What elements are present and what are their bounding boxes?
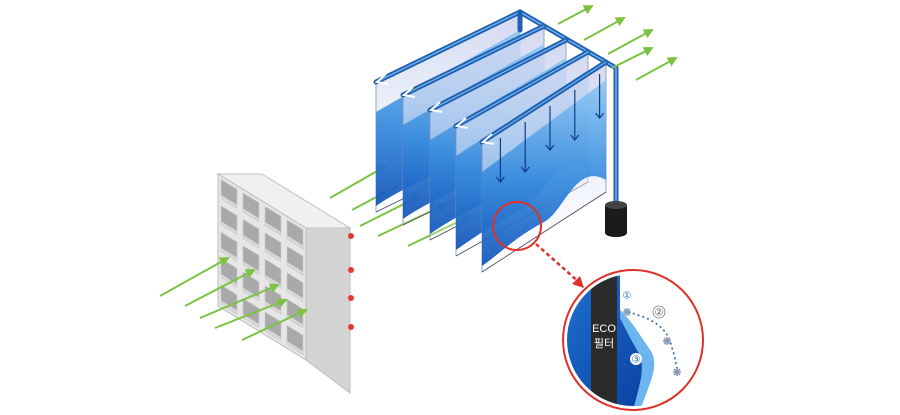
cabinet-cell-floor <box>221 247 237 262</box>
step-marker-3 <box>630 353 642 365</box>
cabinet-cell-floor <box>287 261 303 276</box>
cabinet-cell-floor <box>243 234 259 249</box>
arrow-right-icon <box>184 269 256 307</box>
eco-filter-bar <box>591 274 617 406</box>
zoom-callout: ECO 필터 ① ② ③ <box>492 201 704 411</box>
arrow-down-icon <box>595 74 605 119</box>
zoom-origin-ring <box>492 201 542 251</box>
cabinet-cell-floor <box>287 235 303 249</box>
arrow-right-icon <box>241 308 308 341</box>
pipe-flow-arrows <box>374 73 495 145</box>
cabinet-cell-floor <box>265 327 281 341</box>
cabinet-cell-floor <box>243 287 259 302</box>
step-1-label: ① <box>623 291 632 302</box>
step-2-label: ② <box>655 308 664 319</box>
arrow-left-icon <box>374 73 389 85</box>
arrow-left-icon <box>480 133 495 145</box>
cabinet-cell-floor <box>243 313 259 328</box>
shelf-cabinet <box>216 173 354 394</box>
arrow-right-icon <box>611 47 654 69</box>
eco-filter-label-line2: 필터 <box>594 337 614 350</box>
step-marker-1 <box>621 289 633 301</box>
arrow-right-icon <box>607 29 654 55</box>
asterisk-icon <box>623 308 631 316</box>
cabinet-cell-floor <box>265 221 281 236</box>
arrow-left-icon <box>401 86 416 98</box>
cabinet-cell-floor <box>287 340 303 355</box>
arrow-right-icon <box>583 17 626 41</box>
cabinet-cell-floor <box>221 194 237 209</box>
red-dot <box>348 233 354 239</box>
arrow-down-icon <box>520 122 530 173</box>
outgoing-air-arrows <box>557 5 678 81</box>
arrow-left-icon <box>428 101 443 113</box>
red-dot <box>348 267 354 273</box>
cabinet-cell-floor <box>287 288 303 302</box>
arrow-down-icon <box>495 138 505 183</box>
red-dot <box>348 295 354 301</box>
arrow-right-icon <box>635 57 678 81</box>
cabinet-cell-floor <box>243 208 259 222</box>
asterisk-icon <box>663 337 671 345</box>
arrow-left-icon <box>454 117 469 129</box>
arrow-down-icon <box>570 90 580 141</box>
incoming-air-arrows <box>159 257 308 341</box>
asterisk-icon <box>673 368 681 376</box>
step-3-label: ③ <box>632 355 641 366</box>
eco-filter-label-line1: ECO <box>592 323 616 335</box>
zoom-leader-line <box>535 243 581 284</box>
pipe-system <box>373 9 619 208</box>
cabinet-cell-floor <box>221 274 237 288</box>
arrow-right-icon <box>199 283 280 319</box>
cabinet-cell-floor <box>265 248 281 262</box>
arrow-right-icon <box>159 257 230 297</box>
arrow-down-icon <box>545 106 555 151</box>
red-dot <box>348 324 354 330</box>
filter-bank <box>375 11 607 273</box>
arrow-right-icon <box>214 298 288 329</box>
cabinet-cell-floor <box>221 221 237 235</box>
arrow-right-icon <box>557 5 594 25</box>
step-marker-2 <box>652 305 666 319</box>
water-tank <box>605 201 627 237</box>
cabinet-cell-floor <box>265 301 281 315</box>
cabinet-cell-floor <box>221 300 237 314</box>
